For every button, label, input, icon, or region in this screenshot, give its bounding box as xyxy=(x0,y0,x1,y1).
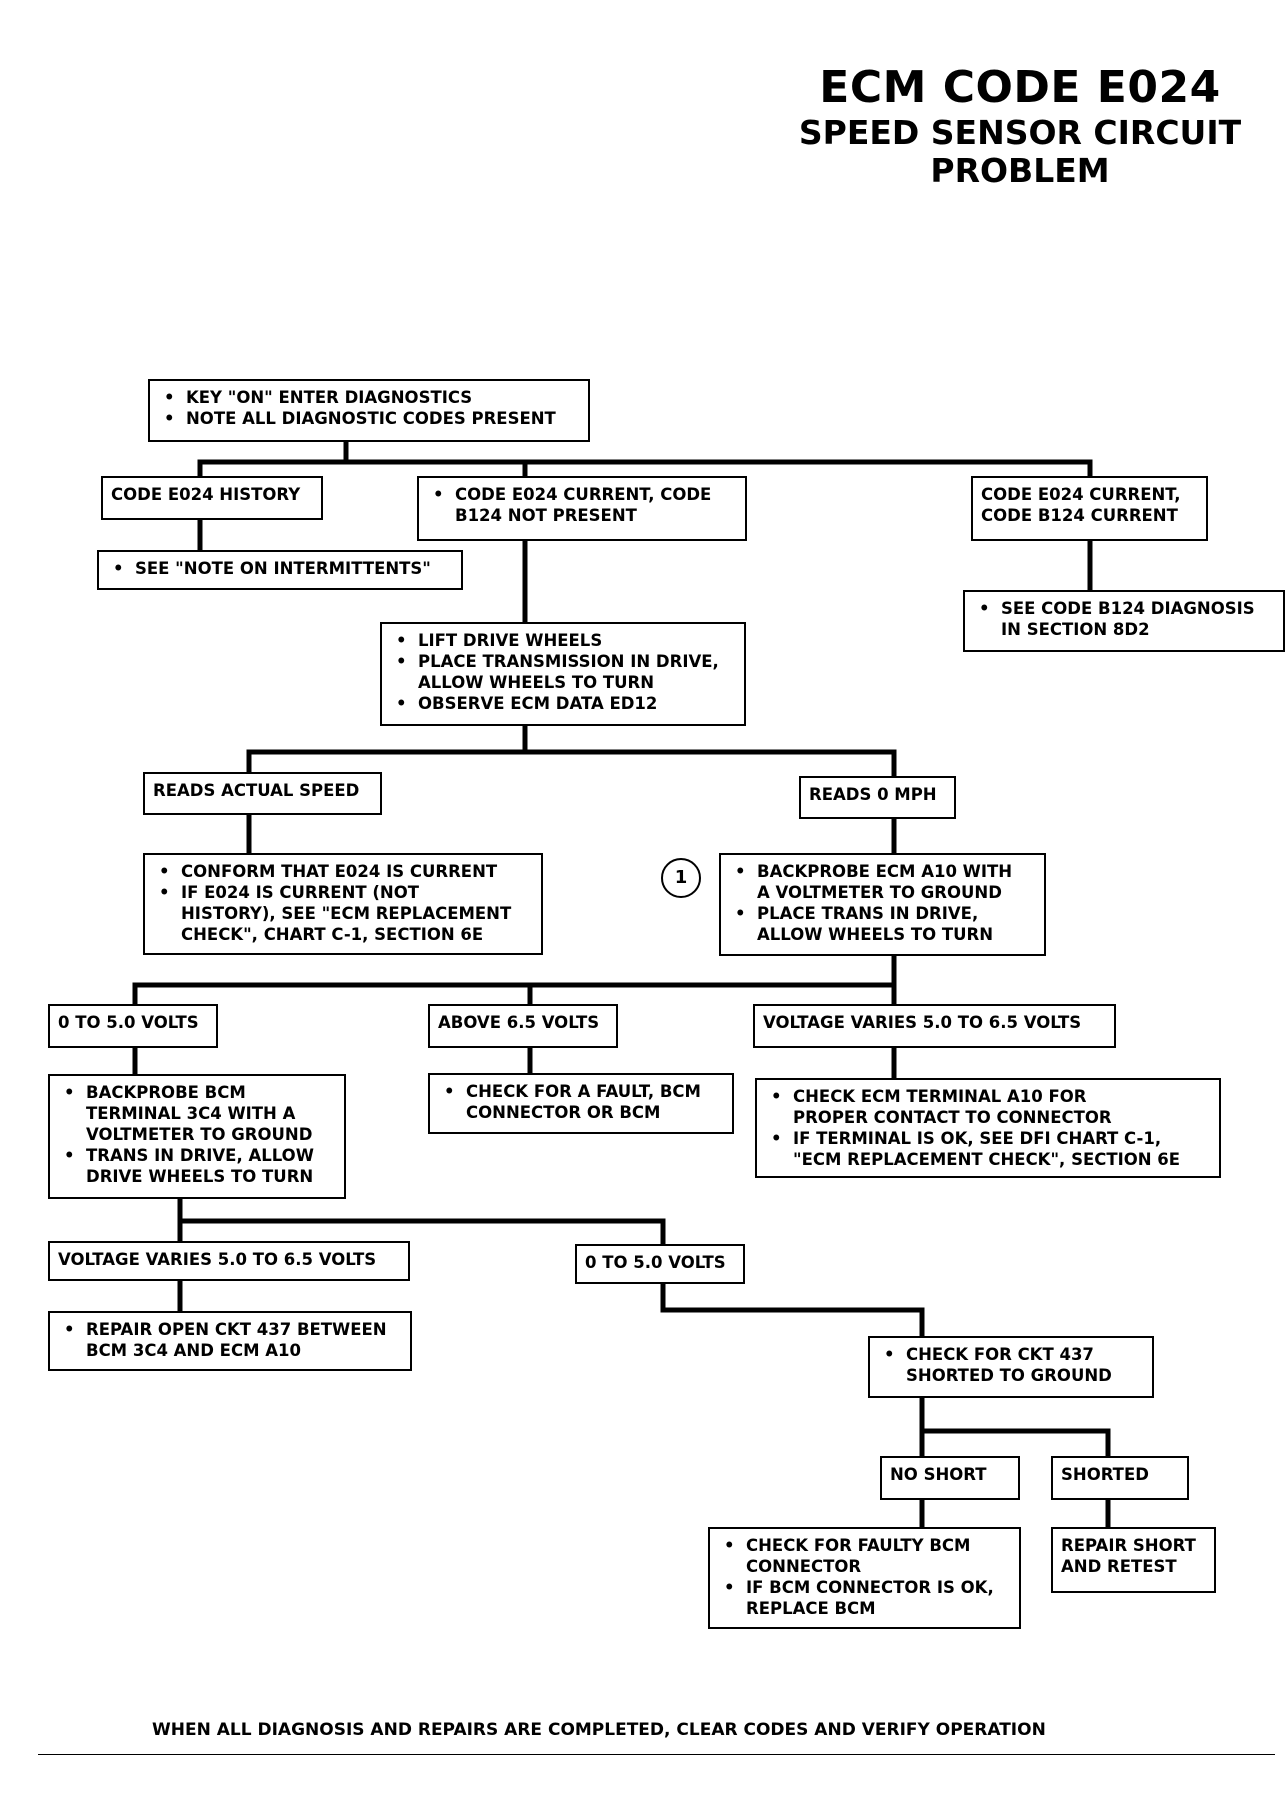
step-no-short: NO SHORT xyxy=(880,1456,1020,1500)
step-voltage-varies: VOLTAGE VARIES 5.0 TO 6.5 VOLTS xyxy=(753,1004,1116,1048)
step-text-line: IF E024 IS CURRENT (NOT xyxy=(153,882,533,903)
step-note-intermittents: SEE "NOTE ON INTERMITTENTS" xyxy=(97,550,463,590)
step-text-line: READS 0 MPH xyxy=(809,785,937,804)
step-confirm-current: CONFORM THAT E024 IS CURRENTIF E024 IS C… xyxy=(143,853,543,955)
step-text-line: CHECK ECM TERMINAL A10 FOR xyxy=(765,1086,1211,1107)
step-text-line: SEE CODE B124 DIAGNOSIS xyxy=(973,598,1275,619)
step-text-line: CHECK", CHART C-1, SECTION 6E xyxy=(181,925,484,944)
step-text-line: CONNECTOR xyxy=(746,1557,862,1576)
step-text-line: 0 TO 5.0 VOLTS xyxy=(585,1253,726,1272)
step-text-line: BCM 3C4 AND ECM A10 xyxy=(86,1341,301,1360)
step-text-line: REPLACE BCM xyxy=(746,1599,876,1618)
footer-rule xyxy=(38,1754,1275,1755)
title-block: ECM CODE E024 SPEED SENSOR CIRCUIT PROBL… xyxy=(780,62,1260,190)
step-lift-wheels: LIFT DRIVE WHEELSPLACE TRANSMISSION IN D… xyxy=(380,622,746,726)
step-text-line: PROPER CONTACT TO CONNECTOR xyxy=(793,1108,1112,1127)
step-text-line: TERMINAL 3C4 WITH A xyxy=(86,1104,296,1123)
step-text-line: REPAIR OPEN CKT 437 BETWEEN xyxy=(58,1319,402,1340)
step-0-to-5-volts: 0 TO 5.0 VOLTS xyxy=(48,1004,218,1048)
step-text-line: CODE B124 CURRENT xyxy=(981,506,1178,525)
step-text-line: NO SHORT xyxy=(890,1465,987,1484)
step-text-line: AND RETEST xyxy=(1061,1557,1177,1576)
step-text-line: TRANS IN DRIVE, ALLOW xyxy=(58,1145,336,1166)
step-marker-1: 1 xyxy=(661,858,701,898)
step-code-history: CODE E024 HISTORY xyxy=(101,476,323,520)
step-text-line: PLACE TRANS IN DRIVE, xyxy=(729,903,1036,924)
step-text-line: SEE "NOTE ON INTERMITTENTS" xyxy=(107,558,453,579)
connector xyxy=(660,1281,925,1339)
step-text-line: CONNECTOR OR BCM xyxy=(466,1103,661,1122)
step-text-line: HISTORY), SEE "ECM REPLACEMENT xyxy=(181,904,512,923)
step-text-line: LIFT DRIVE WHEELS xyxy=(390,630,736,651)
step-reads-0-mph: READS 0 MPH xyxy=(799,776,956,819)
step-text-line: 0 TO 5.0 VOLTS xyxy=(58,1013,199,1032)
step-above-6-5-volts: ABOVE 6.5 VOLTS xyxy=(428,1004,618,1048)
step-text-line: VOLTAGE VARIES 5.0 TO 6.5 VOLTS xyxy=(58,1250,377,1269)
step-code-current-b124-current: CODE E024 CURRENT, CODE B124 CURRENT xyxy=(971,476,1208,541)
step-text-line: READS ACTUAL SPEED xyxy=(153,781,360,800)
step-text-line: CODE E024 HISTORY xyxy=(111,485,301,504)
step-check-bcm-connector: CHECK FOR FAULTY BCMCONNECTORIF BCM CONN… xyxy=(708,1527,1021,1629)
step-text-line: CONFORM THAT E024 IS CURRENT xyxy=(153,861,533,882)
step-text-line: ALLOW WHEELS TO TURN xyxy=(757,925,994,944)
step-text-line: PLACE TRANSMISSION IN DRIVE, xyxy=(390,651,736,672)
step-text-line: IF BCM CONNECTOR IS OK, xyxy=(718,1577,1011,1598)
step-text-line: BACKPROBE ECM A10 WITH xyxy=(729,861,1036,882)
step-text-line: "ECM REPLACEMENT CHECK", SECTION 6E xyxy=(793,1150,1181,1169)
step-start: KEY "ON" ENTER DIAGNOSTICSNOTE ALL DIAGN… xyxy=(148,379,590,442)
step-voltage-varies-2: VOLTAGE VARIES 5.0 TO 6.5 VOLTS xyxy=(48,1241,410,1281)
step-text-line: VOLTAGE VARIES 5.0 TO 6.5 VOLTS xyxy=(763,1013,1082,1032)
step-text-line: OBSERVE ECM DATA ED12 xyxy=(390,693,736,714)
step-text-line: CHECK FOR CKT 437 xyxy=(878,1344,1144,1365)
step-text-line: VOLTMETER TO GROUND xyxy=(86,1125,313,1144)
step-text-line: ABOVE 6.5 VOLTS xyxy=(438,1013,600,1032)
step-text-line: B124 NOT PRESENT xyxy=(455,506,637,525)
step-0-to-5-volts-2: 0 TO 5.0 VOLTS xyxy=(575,1244,745,1284)
step-text-line: CODE E024 CURRENT, CODE xyxy=(427,484,737,505)
step-text-line: DRIVE WHEELS TO TURN xyxy=(86,1167,314,1186)
step-text-line: REPAIR SHORT xyxy=(1061,1536,1196,1555)
step-text-line: A VOLTMETER TO GROUND xyxy=(757,883,1002,902)
step-reads-actual-speed: READS ACTUAL SPEED xyxy=(143,772,382,815)
step-text-line: CHECK FOR A FAULT, BCM xyxy=(438,1081,724,1102)
step-text-line: IF TERMINAL IS OK, SEE DFI CHART C-1, xyxy=(765,1128,1211,1149)
step-text-line: SHORTED TO GROUND xyxy=(906,1366,1112,1385)
step-text-line: ALLOW WHEELS TO TURN xyxy=(418,673,655,692)
step-text-line: NOTE ALL DIAGNOSTIC CODES PRESENT xyxy=(158,408,580,429)
step-text-line: KEY "ON" ENTER DIAGNOSTICS xyxy=(158,387,580,408)
step-text-line: BACKPROBE BCM xyxy=(58,1082,336,1103)
step-text-line: SHORTED xyxy=(1061,1465,1149,1484)
step-text-line: IN SECTION 8D2 xyxy=(1001,620,1150,639)
step-text-line: CHECK FOR FAULTY BCM xyxy=(718,1535,1011,1556)
page-subtitle-line-1: SPEED SENSOR CIRCUIT xyxy=(798,113,1242,152)
step-shorted: SHORTED xyxy=(1051,1456,1189,1500)
footer-note: WHEN ALL DIAGNOSIS AND REPAIRS ARE COMPL… xyxy=(152,1720,1046,1740)
page-subtitle-line-2: PROBLEM xyxy=(930,151,1110,190)
page-title: ECM CODE E024 xyxy=(819,62,1221,113)
step-text-line: CODE E024 CURRENT, xyxy=(981,485,1181,504)
step-repair-short: REPAIR SHORT AND RETEST xyxy=(1051,1527,1216,1593)
